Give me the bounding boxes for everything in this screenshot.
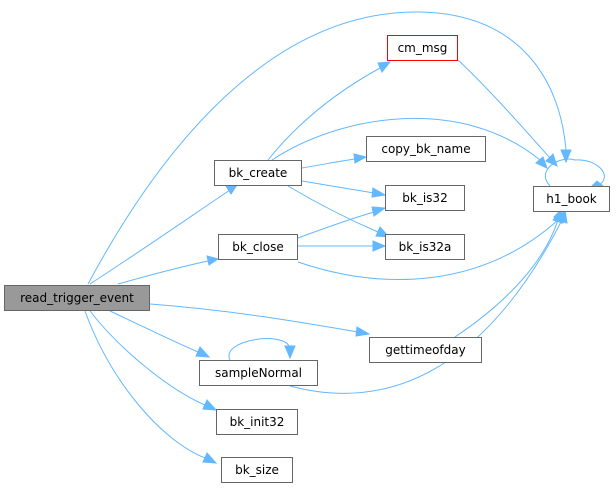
- edge-arrow: [556, 208, 568, 224]
- node-bk_init32[interactable]: bk_init32: [216, 409, 298, 435]
- node-sampleNormal[interactable]: sampleNormal: [199, 360, 318, 386]
- edge-read_trigger_event-gettimeofday: [149, 303, 359, 333]
- edge-arrow: [535, 156, 548, 169]
- edge-bk_create-bk_is32a: [287, 185, 379, 233]
- node-bk_is32a[interactable]: bk_is32a: [385, 234, 465, 260]
- edge-arrow: [284, 345, 296, 360]
- edge-arrow: [377, 61, 392, 73]
- edge-bk_create-cm_msg: [267, 67, 381, 161]
- edge-arrow: [202, 399, 218, 411]
- node-read_trigger_event[interactable]: read_trigger_event: [4, 285, 150, 311]
- edge-bk_create-h1_book: [271, 117, 541, 161]
- edge-arrow: [202, 452, 218, 464]
- edge-gettimeofday-h1_book: [454, 219, 559, 338]
- edge-arrow: [371, 206, 387, 217]
- edge-arrow: [195, 346, 211, 358]
- node-copy_bk_name[interactable]: copy_bk_name: [366, 136, 486, 162]
- edge-arrow: [371, 187, 387, 198]
- node-cm_msg[interactable]: cm_msg: [387, 35, 458, 61]
- edge-arrow: [353, 153, 368, 164]
- node-bk_create[interactable]: bk_create: [214, 160, 302, 186]
- node-bk_size[interactable]: bk_size: [221, 457, 293, 483]
- edge-arrow: [206, 255, 220, 266]
- node-gettimeofday[interactable]: gettimeofday: [369, 337, 482, 363]
- edge-arrow: [225, 184, 238, 195]
- node-bk_close[interactable]: bk_close: [218, 234, 298, 260]
- node-bk_is32[interactable]: bk_is32: [385, 185, 465, 211]
- edge-cm_msg-h1_book: [457, 59, 551, 159]
- edge-read_trigger_event-bk_init32: [89, 310, 206, 406]
- edge-read_trigger_event-sampleNormal: [109, 310, 199, 353]
- edge-bk_close-bk_is32: [297, 211, 375, 239]
- edge-bk_create-copy_bk_name: [301, 158, 356, 169]
- edge-read_trigger_event-h1_book: [87, 11, 567, 285]
- node-h1_book[interactable]: h1_book: [533, 186, 610, 212]
- edge-h1_book-self: [544, 158, 605, 187]
- edge-bk_create-bk_is32: [301, 180, 375, 194]
- edge-sampleNormal-h1_book: [289, 219, 563, 394]
- edge-read_trigger_event-bk_create: [89, 189, 231, 285]
- edge-arrow: [355, 326, 371, 337]
- edge-arrow: [372, 240, 387, 252]
- edge-sampleNormal-self: [228, 338, 291, 361]
- edge-bk_close-h1_book: [297, 219, 559, 280]
- edge-read_trigger_event-bk_close: [117, 260, 209, 285]
- edge-read_trigger_event-bk_size: [84, 310, 206, 459]
- edge-arrow: [560, 149, 572, 164]
